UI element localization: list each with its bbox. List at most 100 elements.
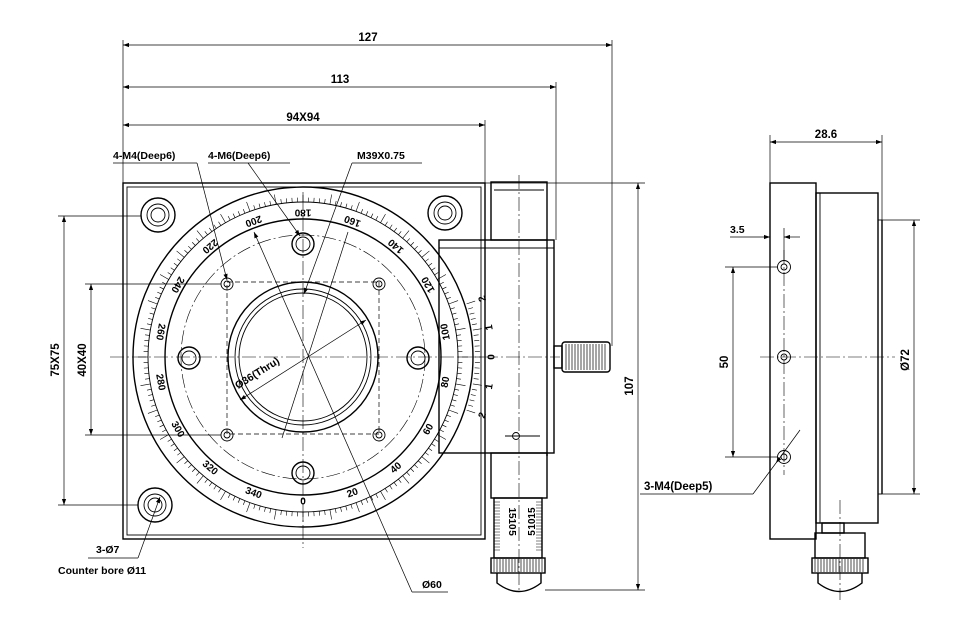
dial-tick bbox=[264, 507, 266, 512]
vernier-tick bbox=[468, 307, 474, 310]
vernier-label: 0 bbox=[487, 354, 498, 360]
dial-label: 80 bbox=[440, 375, 453, 388]
dial-tick bbox=[375, 216, 379, 221]
dial-tick-marks bbox=[138, 192, 468, 522]
micro-label-15: 15 bbox=[506, 507, 517, 519]
micro-label-10b: 10 bbox=[527, 518, 538, 530]
mounting-hole-top-left bbox=[140, 197, 176, 233]
dial-tick bbox=[406, 471, 410, 476]
dial-tick bbox=[446, 414, 451, 418]
dial-tick bbox=[149, 312, 155, 315]
dial-tick bbox=[380, 491, 386, 501]
dial-label: 260 bbox=[153, 323, 167, 342]
vernier-tick bbox=[469, 399, 475, 402]
dial-tick bbox=[414, 245, 418, 250]
mounting-hole-bottom-left bbox=[137, 487, 173, 523]
dial-tick bbox=[188, 245, 192, 250]
dial-tick bbox=[384, 488, 388, 493]
label-3-m4-deep5: 3-M4(Deep5) bbox=[644, 481, 713, 493]
vernier-tick bbox=[471, 323, 477, 326]
dial-tick bbox=[442, 286, 447, 290]
dial-label: 300 bbox=[168, 420, 186, 440]
vernier-tick bbox=[470, 394, 476, 396]
dial-tick bbox=[140, 383, 151, 386]
dial-label: 280 bbox=[153, 373, 167, 392]
dial-tick bbox=[454, 388, 460, 391]
dial-tick bbox=[417, 250, 422, 254]
dial-tick bbox=[345, 203, 348, 209]
mounting-hole-top-right bbox=[427, 195, 463, 231]
m6-holes bbox=[177, 232, 430, 485]
dial-tick bbox=[242, 209, 246, 214]
dial-tick bbox=[220, 213, 226, 223]
dial-label: 20 bbox=[346, 486, 361, 500]
dial-tick bbox=[334, 200, 337, 206]
dial-tick bbox=[439, 429, 444, 433]
dial-tick bbox=[177, 452, 182, 456]
dial-tick bbox=[424, 258, 429, 262]
dial-tick bbox=[145, 378, 150, 380]
dial-tick bbox=[389, 224, 393, 229]
dial-tick bbox=[329, 509, 332, 520]
side-dimensions: 28.6 3.5 50 Ø72 3-M4(Deep5) bbox=[640, 129, 920, 495]
dial-tick bbox=[389, 485, 393, 490]
dial-tick bbox=[406, 238, 410, 243]
dial-tick bbox=[360, 500, 364, 505]
dial-tick bbox=[148, 318, 153, 320]
dial-tick bbox=[402, 230, 410, 239]
dial-tick bbox=[274, 509, 277, 520]
dial-tick bbox=[451, 399, 457, 402]
dial-tick bbox=[155, 296, 160, 300]
dial-tick bbox=[334, 508, 337, 514]
dial-tick bbox=[196, 238, 200, 243]
dial-tick bbox=[446, 296, 451, 300]
dial-tick bbox=[329, 194, 332, 205]
dial-tick bbox=[188, 464, 192, 469]
dial-tick bbox=[448, 409, 459, 414]
dial-tick bbox=[232, 496, 236, 501]
dial-tick bbox=[324, 199, 326, 204]
dial-tick bbox=[227, 216, 231, 221]
dial-tick bbox=[439, 281, 444, 285]
dial-tick bbox=[431, 443, 436, 447]
dial-tick bbox=[177, 258, 182, 262]
dial-tick bbox=[444, 291, 449, 295]
dial-tick bbox=[159, 274, 169, 280]
dial-tick bbox=[434, 438, 439, 442]
vernier-label: 1 bbox=[484, 323, 496, 331]
dial-tick bbox=[147, 300, 158, 305]
vernier-label: 1 bbox=[484, 383, 496, 391]
dial-tick bbox=[365, 211, 369, 216]
dial-tick bbox=[393, 482, 397, 487]
dial-tick bbox=[324, 510, 326, 515]
dial-tick bbox=[421, 250, 430, 258]
dial-tick bbox=[191, 468, 196, 472]
label-counter-bore: Counter bore Ø11 bbox=[58, 565, 146, 577]
dial-tick bbox=[410, 242, 415, 246]
dial-tick bbox=[384, 221, 388, 226]
dial-tick bbox=[444, 419, 449, 423]
dial-tick bbox=[264, 202, 266, 207]
dial-tick bbox=[146, 388, 152, 391]
dial-tick bbox=[167, 272, 172, 276]
dial-label: 120 bbox=[420, 274, 438, 294]
dial-tick bbox=[393, 227, 397, 232]
dial-tick bbox=[253, 504, 256, 509]
dim-label-40x40: 40X40 bbox=[77, 343, 89, 376]
vernier-tick bbox=[466, 409, 476, 414]
dial-label: 0 bbox=[300, 497, 306, 508]
dial-tick bbox=[173, 263, 178, 267]
dial-tick bbox=[155, 414, 160, 418]
dial-tick bbox=[213, 485, 217, 490]
dial-tick bbox=[148, 394, 153, 396]
dial-tick bbox=[184, 460, 189, 464]
vernier-tick bbox=[471, 388, 477, 391]
dial-tick bbox=[410, 468, 415, 472]
dial-tick bbox=[149, 399, 155, 402]
dim-label-94x94: 94X94 bbox=[286, 112, 320, 124]
dial-tick bbox=[454, 323, 460, 326]
dial-tick bbox=[159, 286, 164, 290]
dial-tick bbox=[280, 199, 282, 204]
